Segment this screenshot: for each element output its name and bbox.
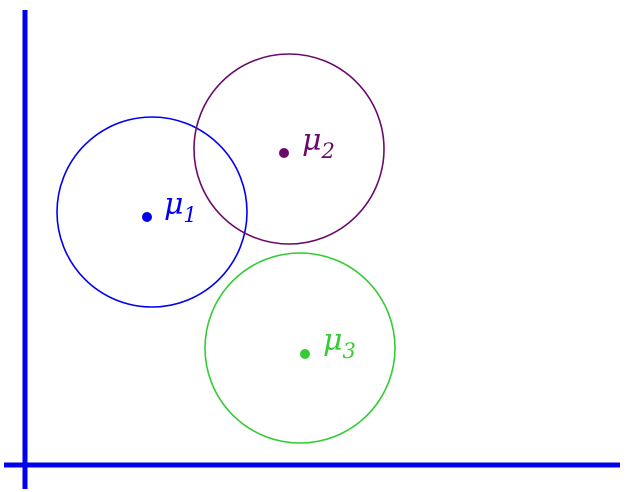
cluster-1-subscript: 1 bbox=[184, 203, 197, 227]
cluster-3: μ3 bbox=[204, 252, 396, 444]
cluster-2-symbol: μ bbox=[302, 123, 322, 158]
cluster-3-subscript: 3 bbox=[343, 339, 356, 363]
cluster-1-boundary bbox=[56, 116, 248, 308]
cluster-1-symbol: μ bbox=[164, 187, 184, 222]
cluster-1-label: μ1 bbox=[164, 187, 197, 227]
cluster-3-label: μ3 bbox=[323, 323, 356, 363]
cluster-3-symbol: μ bbox=[323, 323, 343, 358]
cluster-2-subscript: 2 bbox=[321, 139, 335, 163]
cluster-2-label: μ2 bbox=[302, 123, 335, 163]
cluster-2: μ2 bbox=[193, 53, 385, 245]
cluster-3-boundary bbox=[204, 252, 396, 444]
cluster-1-centroid bbox=[142, 212, 152, 222]
cluster-2-boundary bbox=[193, 53, 385, 245]
cluster-2-centroid bbox=[279, 148, 289, 158]
cluster-3-centroid bbox=[300, 349, 310, 359]
cluster-1: μ1 bbox=[56, 116, 248, 308]
